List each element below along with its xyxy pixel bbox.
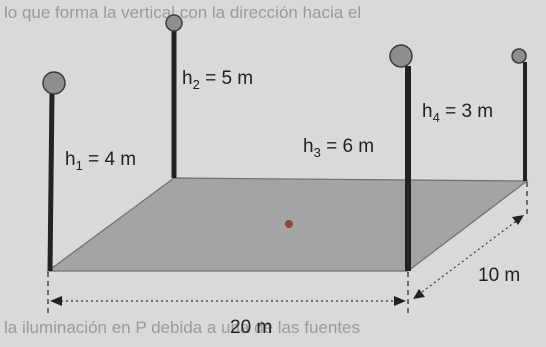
label-width: 20 m: [230, 317, 272, 338]
label-h3: h3 = 6 m: [303, 136, 374, 160]
lamp-icon: [511, 48, 527, 64]
lamp-icon: [165, 14, 183, 32]
lamp-icon: [389, 44, 413, 68]
label-h2: h2 = 5 m: [182, 68, 253, 92]
lamp-icon: [42, 71, 66, 95]
bleed-text-bottom: la iluminación en P debida a una de las …: [4, 318, 360, 337]
label-h1: h1 = 4 m: [65, 149, 136, 173]
lamp-post-1: [42, 71, 66, 272]
label-h4: h4 = 3 m: [422, 101, 493, 125]
width-dimension: [50, 296, 406, 306]
point-p: [285, 220, 293, 228]
lamp-post-4: [511, 48, 527, 181]
bleed-text-top: lo que forma la vertical con la direcció…: [4, 3, 361, 22]
depth-dimension: [413, 215, 524, 299]
label-depth: 10 m: [478, 265, 520, 286]
lamp-post-2: [165, 14, 183, 178]
lamp-post-3: [389, 44, 413, 271]
